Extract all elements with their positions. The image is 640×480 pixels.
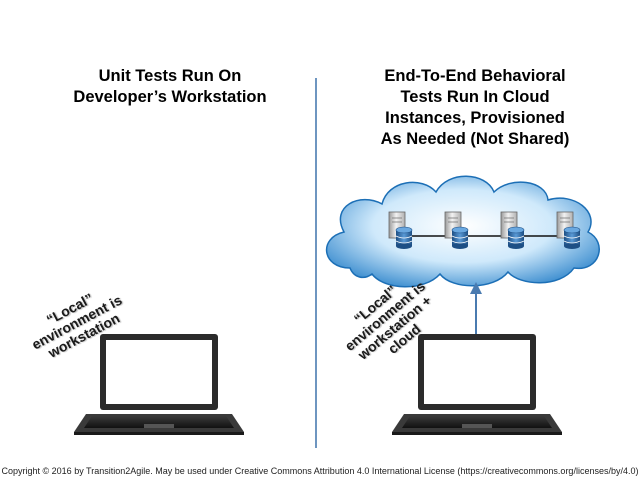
left-panel-title: Unit Tests Run On Developer’s Workstatio… bbox=[73, 67, 267, 106]
server-network bbox=[388, 211, 581, 249]
database-icon bbox=[451, 226, 469, 249]
database-icon bbox=[507, 226, 525, 249]
database-icon bbox=[395, 226, 413, 249]
laptop-icon bbox=[392, 334, 562, 435]
right-panel-title: End-To-End Behavioral Tests Run In Cloud… bbox=[380, 67, 570, 148]
database-icon bbox=[563, 226, 581, 249]
laptop-icon bbox=[74, 334, 244, 435]
arrow-up-icon bbox=[470, 282, 482, 334]
copyright-notice: Copyright © 2016 by Transition2Agile. Ma… bbox=[1, 466, 639, 476]
